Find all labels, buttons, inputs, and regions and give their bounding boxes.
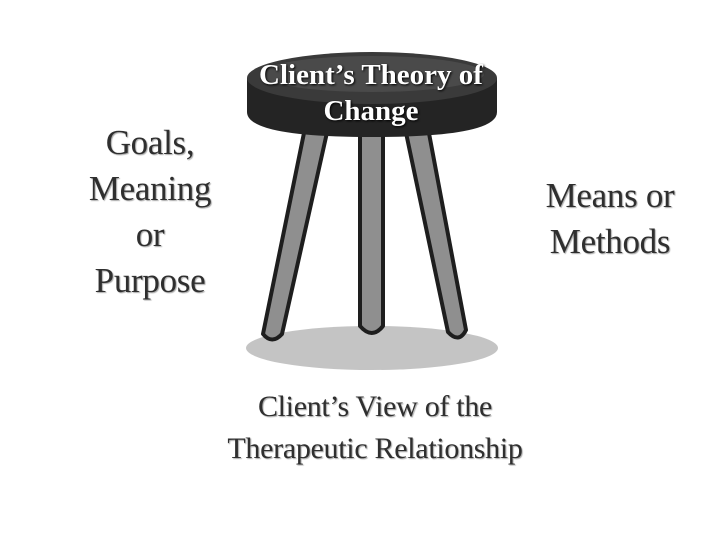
label-goals-meaning-purpose: Goals, Meaning or Purpose [60, 120, 240, 304]
stool-leg-middle [358, 128, 385, 335]
stool-shadow [246, 326, 498, 370]
stool-leg-right [403, 126, 468, 340]
label-bottom-line-1: Client’s View of the [257, 390, 493, 423]
label-right-line-2: Methods [549, 222, 671, 261]
label-left-line-1: Goals, [105, 123, 195, 162]
seat-title-line-2: Change [323, 95, 419, 127]
stool-seat-highlight [260, 56, 484, 92]
label-means-methods: Means or Methods [520, 173, 700, 265]
seat-title-line-1: Client’s Theory of [259, 59, 483, 91]
label-right-line-1: Means or [545, 176, 675, 215]
stool-legs [261, 126, 468, 342]
label-left-line-3: or [135, 215, 165, 254]
stool-seat-title: Client’s Theory of Change [246, 57, 496, 129]
stool-seat [247, 52, 497, 137]
label-therapeutic-relationship: Client’s View of the Therapeutic Relatio… [180, 386, 570, 470]
stool-leg-left [261, 126, 330, 342]
label-left-line-2: Meaning [88, 169, 212, 208]
label-left-line-4: Purpose [94, 261, 206, 300]
label-bottom-line-2: Therapeutic Relationship [227, 432, 523, 465]
